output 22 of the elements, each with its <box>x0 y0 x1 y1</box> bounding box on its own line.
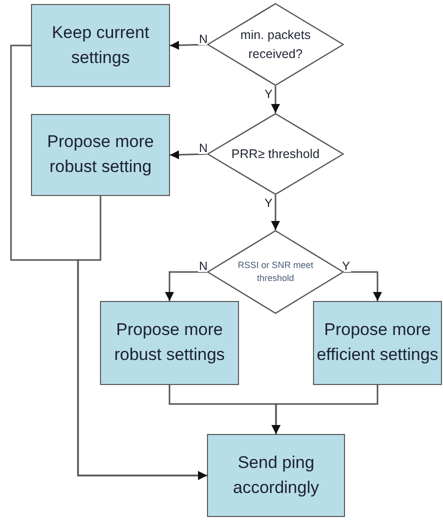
arrow <box>165 271 207 301</box>
process-box: Propose more efficient settings <box>313 301 442 385</box>
edge-label: Y <box>264 197 274 209</box>
decision-diamond: RSSI or SNR meet threshold <box>207 230 344 314</box>
arrow <box>170 40 208 50</box>
arrow <box>170 150 208 160</box>
decision-diamond: min. packets received? <box>207 3 344 86</box>
process-box: Keep current settings <box>31 4 170 87</box>
process-box: Send ping accordingly <box>207 434 345 517</box>
edge-label: N <box>198 142 209 154</box>
edge-label: N <box>198 260 209 272</box>
decision-diamond: PRR≥ threshold <box>207 113 344 195</box>
edge-label: Y <box>264 88 274 100</box>
arrow <box>272 385 378 434</box>
process-box: Propose more robust settings <box>100 301 239 385</box>
process-box: Propose more robust setting <box>31 114 170 196</box>
arrow <box>271 195 280 230</box>
edge-label: Y <box>341 260 352 272</box>
edge-label: N <box>198 32 209 44</box>
arrow <box>77 196 207 480</box>
arrow <box>271 86 280 113</box>
arrow <box>344 271 382 301</box>
